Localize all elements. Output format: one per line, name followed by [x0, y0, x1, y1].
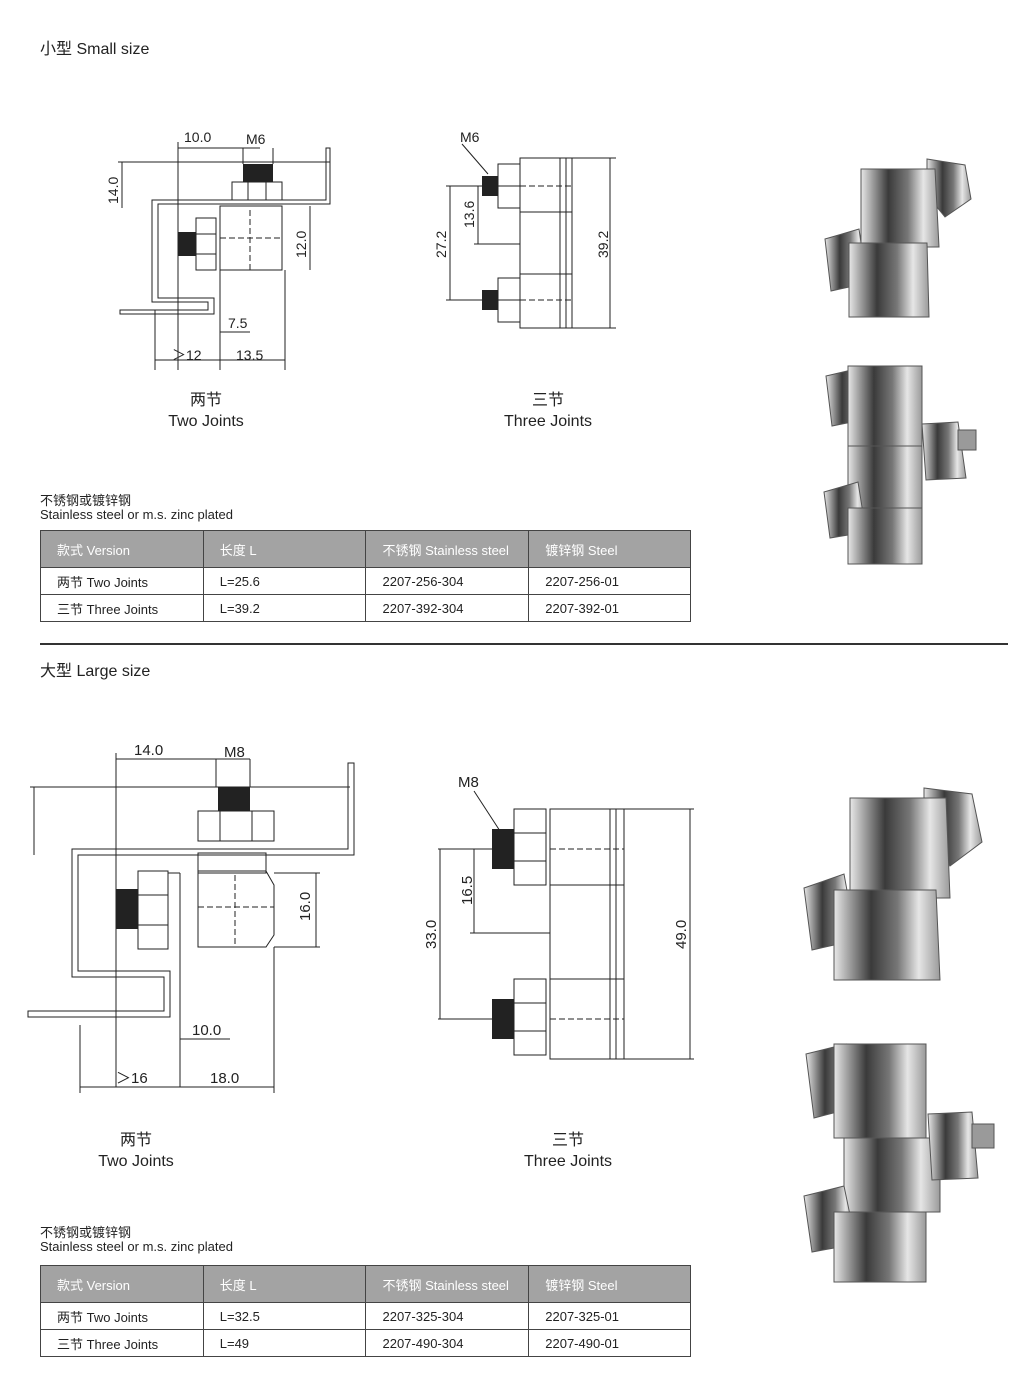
- small-size-heading: 小型 Small size: [40, 41, 150, 58]
- cell-version: 三节 Three Joints: [40, 594, 204, 622]
- section-divider: [40, 643, 1008, 645]
- table-row: 两节 Two Joints L=25.6 2207-256-304 2207-2…: [40, 567, 691, 595]
- dim-label: 7.5: [228, 315, 248, 331]
- col-length: 长度 L: [202, 530, 367, 568]
- col-steel: 镀锌钢 Steel: [528, 1265, 691, 1303]
- caption-en: Two Joints: [98, 1153, 174, 1170]
- col-stainless: 不锈钢 Stainless steel: [365, 530, 530, 568]
- cell-version: 两节 Two Joints: [40, 1302, 204, 1330]
- small-three-joints-caption: 三节 Three Joints: [498, 390, 598, 432]
- table-row: 三节 Three Joints L=39.2 2207-392-304 2207…: [40, 594, 691, 622]
- dim-label: 49.0: [673, 920, 690, 949]
- small-material-note: 不锈钢或镀锌钢 Stainless steel or m.s. zinc pla…: [40, 494, 233, 522]
- col-stainless: 不锈钢 Stainless steel: [365, 1265, 530, 1303]
- large-two-joints-caption: 两节 Two Joints: [86, 1130, 186, 1172]
- dim-label: ＞12: [172, 347, 202, 363]
- table-header-row: 款式 Version 长度 L 不锈钢 Stainless steel 镀锌钢 …: [40, 530, 691, 568]
- large-material-note: 不锈钢或镀锌钢 Stainless steel or m.s. zinc pla…: [40, 1226, 233, 1254]
- cell-length: L=49: [202, 1329, 367, 1357]
- material-en: Stainless steel or m.s. zinc plated: [40, 1239, 233, 1254]
- dim-label: 14.0: [134, 742, 163, 759]
- material-cn: 不锈钢或镀锌钢: [40, 493, 132, 508]
- col-version: 款式 Version: [40, 1265, 204, 1303]
- small-two-joints-photo: [824, 158, 972, 318]
- dim-label: 16.5: [459, 876, 476, 905]
- small-two-joints-caption: 两节 Two Joints: [156, 390, 256, 432]
- cell-length: L=32.5: [202, 1302, 367, 1330]
- cell-steel: 2207-392-01: [528, 594, 691, 622]
- small-two-joints-drawing: 10.0 M6 14.0 12.0 7.5 ＞12 13.5: [105, 129, 331, 370]
- col-length: 长度 L: [202, 1265, 367, 1303]
- dim-label: 18.0: [210, 1070, 239, 1087]
- cell-steel: 2207-325-01: [528, 1302, 691, 1330]
- dim-label: 12.0: [293, 231, 309, 258]
- small-spec-table: 款式 Version 长度 L 不锈钢 Stainless steel 镀锌钢 …: [40, 530, 691, 622]
- dim-label: 27.2: [433, 231, 449, 258]
- large-size-heading: 大型 Large size: [40, 663, 151, 680]
- dim-label: 13.6: [461, 201, 477, 228]
- material-en: Stainless steel or m.s. zinc plated: [40, 507, 233, 522]
- col-steel: 镀锌钢 Steel: [528, 530, 691, 568]
- dim-label: 10.0: [192, 1022, 221, 1039]
- dim-label: M6: [460, 129, 480, 145]
- caption-cn: 三节: [551, 1132, 584, 1149]
- dim-label: M6: [246, 131, 266, 147]
- dim-label: 16.0: [297, 892, 314, 921]
- table-row: 两节 Two Joints L=32.5 2207-325-304 2207-3…: [40, 1302, 691, 1330]
- cell-version: 两节 Two Joints: [40, 567, 204, 595]
- large-three-joints-drawing: M8 16.5 33.0 49.0: [423, 774, 694, 1060]
- dim-label: 39.2: [595, 231, 611, 258]
- dim-label: 10.0: [184, 129, 211, 145]
- col-version: 款式 Version: [40, 530, 204, 568]
- caption-cn: 三节: [531, 392, 564, 409]
- dim-label: 13.5: [236, 347, 263, 363]
- cell-stainless: 2207-490-304: [365, 1329, 530, 1357]
- caption-en: Three Joints: [523, 1153, 613, 1170]
- caption-en: Two Joints: [168, 413, 244, 430]
- cell-steel: 2207-490-01: [528, 1329, 691, 1357]
- cell-stainless: 2207-325-304: [365, 1302, 530, 1330]
- table-row: 三节 Three Joints L=49 2207-490-304 2207-4…: [40, 1329, 691, 1357]
- large-three-joints-caption: 三节 Three Joints: [518, 1130, 618, 1172]
- cell-steel: 2207-256-01: [528, 567, 691, 595]
- cell-stainless: 2207-392-304: [365, 594, 530, 622]
- cell-length: L=25.6: [202, 567, 367, 595]
- large-spec-table: 款式 Version 长度 L 不锈钢 Stainless steel 镀锌钢 …: [40, 1265, 691, 1357]
- large-three-joints-photo: [803, 1043, 995, 1283]
- table-header-row: 款式 Version 长度 L 不锈钢 Stainless steel 镀锌钢 …: [40, 1265, 691, 1303]
- small-three-joints-drawing: M6 13.6 27.2 39.2: [433, 129, 616, 329]
- caption-en: Three Joints: [503, 413, 593, 430]
- caption-cn: 两节: [189, 392, 222, 409]
- cell-stainless: 2207-256-304: [365, 567, 530, 595]
- dim-label: 33.0: [423, 920, 440, 949]
- dim-label: ＞16: [116, 1070, 148, 1087]
- cell-version: 三节 Three Joints: [40, 1329, 204, 1357]
- material-cn: 不锈钢或镀锌钢: [40, 1225, 132, 1240]
- caption-cn: 两节: [119, 1132, 152, 1149]
- cell-length: L=39.2: [202, 594, 367, 622]
- large-two-joints-drawing: 14.0 M8 16.0 10.0 ＞16 18.0: [27, 742, 355, 1093]
- dim-label: M8: [458, 774, 479, 791]
- small-three-joints-photo: [823, 365, 977, 565]
- dim-label: 14.0: [105, 177, 121, 204]
- large-two-joints-photo: [803, 787, 983, 981]
- dim-label: M8: [224, 744, 245, 761]
